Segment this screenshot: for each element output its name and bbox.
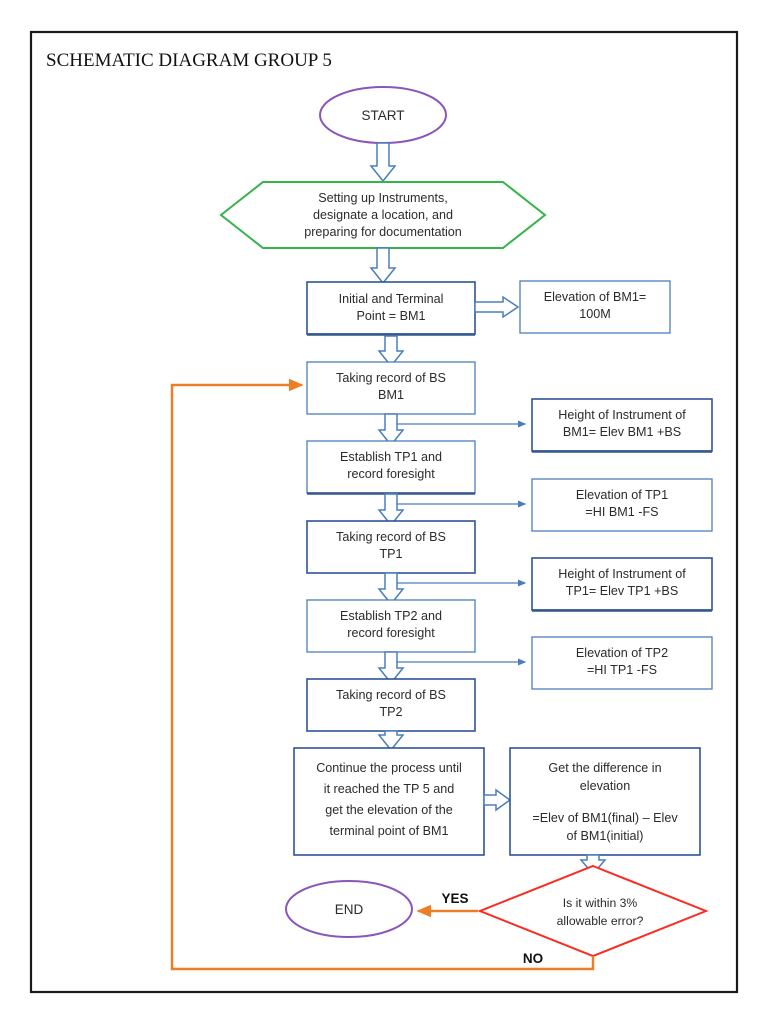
page-title: SCHEMATIC DIAGRAM GROUP 5 bbox=[46, 50, 332, 71]
node-difference-line-3: =Elev of BM1(final) – Elev bbox=[532, 811, 678, 825]
flow-arrow-difference-to-decision bbox=[579, 854, 607, 876]
flow-arrow-tp2-to-bs-tp2 bbox=[377, 651, 405, 685]
node-decision[interactable] bbox=[477, 864, 709, 958]
node-preparation-line-2: designate a location, and bbox=[313, 208, 453, 222]
node-elev-tp2-line-2: =HI TP1 -FS bbox=[587, 663, 657, 677]
node-hi-tp1[interactable] bbox=[531, 557, 713, 611]
node-end-label: END bbox=[335, 902, 364, 917]
flow-arrow-bs-bm1-to-tp1 bbox=[377, 413, 405, 447]
node-tp1-foresight[interactable] bbox=[306, 440, 476, 494]
node-bs-bm1[interactable] bbox=[306, 361, 476, 415]
node-initial-terminal-line-2: Point = BM1 bbox=[357, 309, 426, 323]
node-difference-line-1: Get the difference in bbox=[548, 761, 661, 775]
node-elev-bm1-line-2: 100M bbox=[579, 307, 611, 321]
node-elev-bm1-line-1: Elevation of BM1= bbox=[544, 290, 647, 304]
node-hi-bm1-line-1: Height of Instrument of bbox=[558, 408, 686, 422]
node-elev-bm1[interactable] bbox=[519, 280, 671, 334]
node-bs-tp2[interactable] bbox=[306, 678, 476, 732]
node-hi-tp1-line-2: TP1= Elev TP1 +BS bbox=[566, 584, 678, 598]
node-continue-line-1: Continue the process until bbox=[316, 761, 462, 775]
node-preparation-line-3: preparing for documentation bbox=[304, 225, 462, 239]
node-elev-tp1-line-1: Elevation of TP1 bbox=[576, 488, 668, 502]
node-initial-terminal[interactable] bbox=[306, 281, 476, 335]
node-continue-line-3: get the elevation of the bbox=[325, 803, 452, 817]
flow-arrow-tp1-to-bs-tp1 bbox=[377, 493, 405, 527]
node-preparation[interactable] bbox=[219, 181, 547, 249]
node-elev-tp2[interactable] bbox=[531, 636, 713, 690]
node-bs-tp2-line-1: Taking record of BS bbox=[336, 688, 446, 702]
node-tp2-foresight[interactable] bbox=[306, 599, 476, 653]
flow-arrow-start-to-prepare bbox=[369, 142, 397, 183]
node-elev-tp1[interactable] bbox=[531, 478, 713, 532]
branch-no-loop-path bbox=[170, 378, 595, 971]
node-continue-line-2: it reached the TP 5 and bbox=[324, 782, 454, 796]
node-decision-line-2: allowable error? bbox=[557, 914, 644, 928]
branch-no-label: NO bbox=[523, 951, 543, 966]
flow-arrow-continue-to-difference bbox=[483, 788, 512, 812]
node-difference[interactable] bbox=[509, 747, 701, 856]
node-elev-tp1-line-2: =HI BM1 -FS bbox=[585, 505, 658, 519]
node-continue-process[interactable] bbox=[293, 747, 485, 856]
flow-arrow-initial-to-elev-bm1 bbox=[474, 295, 520, 319]
node-difference-line-2: elevation bbox=[580, 779, 630, 793]
node-difference-line-4: of BM1(initial) bbox=[567, 829, 644, 843]
flow-arrow-bs-tp2-to-continue bbox=[377, 730, 405, 752]
node-initial-terminal-line-1: Initial and Terminal bbox=[339, 292, 444, 306]
node-decision-line-1: Is it within 3% bbox=[563, 896, 638, 910]
flow-arrow-bs-tp1-to-tp2 bbox=[377, 572, 405, 606]
node-bs-tp1-line-2: TP1 bbox=[379, 547, 402, 561]
node-hi-bm1-line-2: BM1= Elev BM1 +BS bbox=[563, 425, 681, 439]
node-tp2-foresight-line-1: Establish TP2 and bbox=[340, 609, 442, 623]
node-continue-line-4: terminal point of BM1 bbox=[330, 824, 449, 838]
node-tp1-foresight-line-1: Establish TP1 and bbox=[340, 450, 442, 464]
flow-arrow-initial-to-bs-bm1 bbox=[377, 335, 405, 368]
node-bs-bm1-line-1: Taking record of BS bbox=[336, 371, 446, 385]
node-hi-bm1[interactable] bbox=[531, 398, 713, 452]
node-bs-tp2-line-2: TP2 bbox=[379, 705, 402, 719]
node-start-label: START bbox=[361, 108, 404, 123]
node-end[interactable] bbox=[285, 880, 413, 938]
node-tp2-foresight-line-2: record foresight bbox=[347, 626, 435, 640]
flow-arrow-prepare-to-initial bbox=[369, 247, 397, 285]
node-preparation-line-1: Setting up Instruments, bbox=[318, 191, 448, 205]
page-frame bbox=[29, 30, 739, 994]
branch-yes-label: YES bbox=[441, 891, 468, 906]
node-elev-tp2-line-1: Elevation of TP2 bbox=[576, 646, 668, 660]
node-bs-bm1-line-2: BM1 bbox=[378, 388, 404, 402]
node-bs-tp1-line-1: Taking record of BS bbox=[336, 530, 446, 544]
node-tp1-foresight-line-2: record foresight bbox=[347, 467, 435, 481]
node-hi-tp1-line-1: Height of Instrument of bbox=[558, 567, 686, 581]
